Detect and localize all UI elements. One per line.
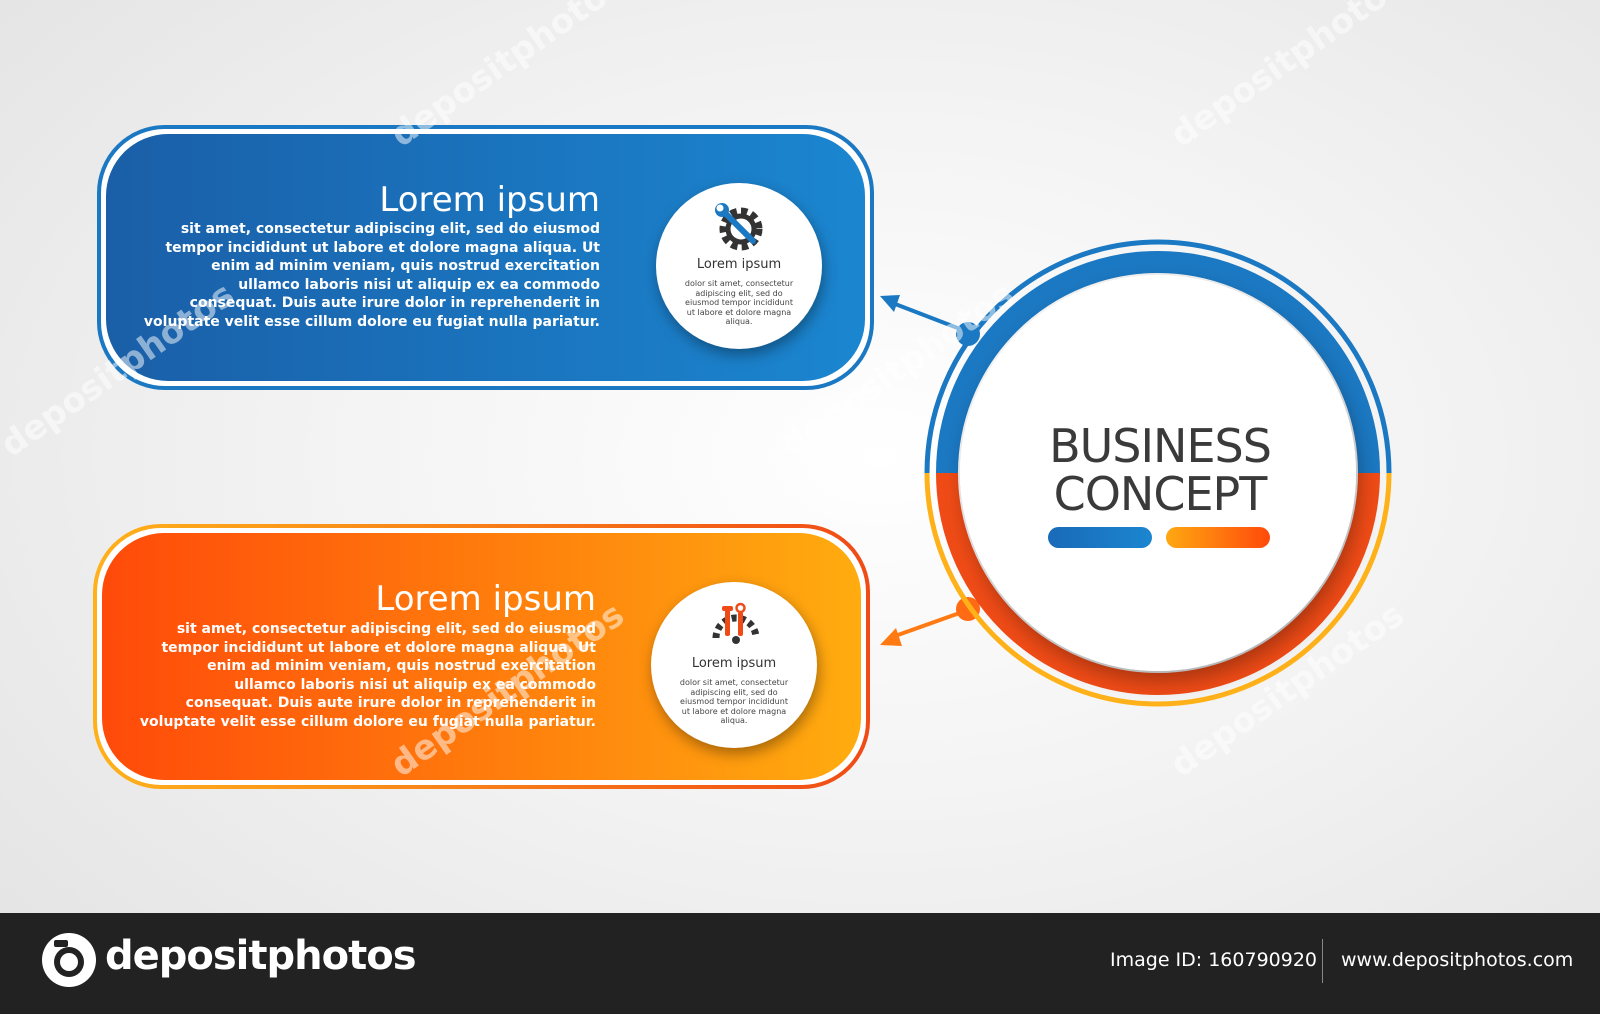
center-graphic — [880, 239, 1392, 707]
wrench-gear-icon — [715, 203, 763, 251]
center-title: BUSINESS CONCEPT — [1049, 419, 1272, 521]
footer-site-url[interactable]: www.depositphotos.com — [1341, 949, 1574, 971]
blue-badge: Lorem ipsum dolor sit amet, consectetur … — [656, 183, 822, 349]
blue-card-title: Lorem ipsum — [379, 180, 600, 220]
footer-image-id: Image ID: 160790920 — [1110, 949, 1318, 971]
tools-gear-icon — [712, 602, 760, 644]
blue-badge-title: Lorem ipsum — [696, 257, 782, 272]
footer-logo-text: depositphotos — [105, 933, 417, 979]
orange-pill — [1166, 527, 1270, 548]
infographic-stage: BUSINESS CONCEPT Lorem ipsum sit amet, c… — [97, 125, 1392, 785]
outer-ring — [924, 239, 1392, 707]
center-disc — [960, 275, 1356, 671]
blue-card-body: sit amet, consectetur adipiscing elit, s… — [143, 221, 600, 330]
blue-half-ring — [936, 251, 1380, 474]
blue-connector-arrow — [880, 295, 900, 312]
camera-logo-icon — [42, 933, 96, 987]
blue-badge-body: dolor sit amet, consectetur adipiscing e… — [684, 279, 794, 326]
orange-connector-arrow — [880, 628, 902, 646]
blue-connector-dot — [956, 322, 980, 346]
orange-badge: Lorem ipsum dolor sit amet, consectetur … — [651, 582, 817, 748]
footer-bar: depositphotos Image ID: 160790920 www.de… — [0, 913, 1600, 1014]
orange-badge-title: Lorem ipsum — [691, 656, 777, 671]
orange-card-title: Lorem ipsum — [375, 579, 596, 619]
orange-badge-body: dolor sit amet, consectetur adipiscing e… — [679, 678, 789, 725]
orange-connector-line — [894, 608, 969, 638]
blue-connector-line — [889, 300, 969, 334]
footer-divider — [1322, 939, 1323, 983]
orange-card-body: sit amet, consectetur adipiscing elit, s… — [139, 621, 596, 730]
blue-pill — [1048, 527, 1152, 548]
orange-half-ring — [936, 472, 1380, 695]
